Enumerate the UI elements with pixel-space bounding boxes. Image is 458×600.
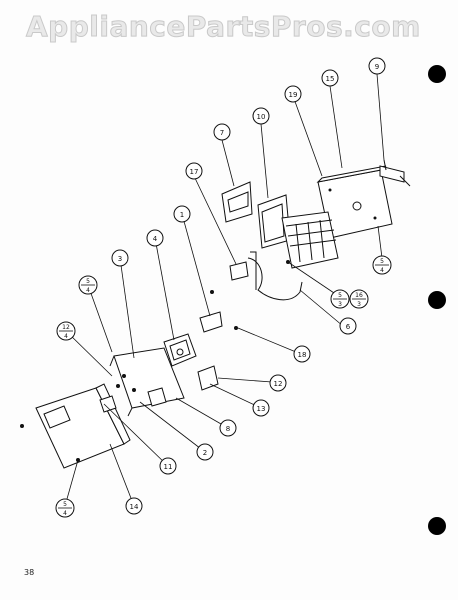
svg-text:3: 3 — [357, 301, 361, 308]
callout-14: 14 — [125, 497, 143, 515]
callout-6: 6 — [339, 317, 357, 335]
svg-text:5: 5 — [338, 292, 342, 299]
svg-text:3: 3 — [118, 255, 122, 263]
page-number: 38 — [24, 568, 35, 577]
callout-15: 15 — [321, 69, 339, 87]
part-14-front-cover — [35, 383, 131, 469]
svg-text:5: 5 — [380, 258, 384, 265]
svg-text:5: 5 — [63, 501, 67, 508]
svg-text:4: 4 — [63, 510, 67, 517]
callout-11: 11 — [159, 457, 177, 475]
svg-text:1: 1 — [180, 211, 184, 219]
part-4-switch — [163, 333, 197, 367]
svg-text:18: 18 — [298, 351, 307, 359]
svg-text:3: 3 — [338, 301, 342, 308]
svg-text:2: 2 — [203, 449, 207, 457]
callout-1: 1 — [173, 205, 191, 223]
part-1-bracket — [199, 311, 223, 333]
part-10-ice-maker — [257, 194, 339, 269]
fraction-callout-5-3: 5 3 — [330, 289, 350, 309]
svg-text:4: 4 — [380, 267, 384, 274]
svg-text:11: 11 — [164, 463, 173, 471]
fraction-callout-5-4-bottom: 5 4 — [55, 498, 75, 518]
callout-19: 19 — [284, 85, 302, 103]
svg-text:5: 5 — [86, 278, 90, 285]
callout-17: 17 — [185, 162, 203, 180]
svg-text:4: 4 — [86, 287, 90, 294]
leader-lines — [64, 73, 385, 507]
fraction-callout-5-4-top: 5 4 — [372, 255, 392, 275]
svg-text:17: 17 — [190, 168, 199, 176]
callout-3: 3 — [111, 249, 129, 267]
svg-text:8: 8 — [226, 425, 230, 433]
binder-hole-middle — [428, 291, 446, 309]
svg-text:15: 15 — [326, 75, 335, 83]
svg-text:14: 14 — [130, 503, 139, 511]
callout-13: 13 — [252, 399, 270, 417]
callout-18: 18 — [293, 345, 311, 363]
svg-text:19: 19 — [289, 91, 298, 99]
part-3-cover — [109, 347, 185, 417]
callout-12: 12 — [269, 374, 287, 392]
svg-text:4: 4 — [64, 333, 68, 340]
part-17-bracket — [229, 261, 249, 281]
svg-text:12: 12 — [62, 324, 70, 331]
watermark: AppliancePartsPros.com — [26, 10, 421, 44]
svg-text:6: 6 — [346, 323, 351, 331]
part-5-dispenser-module — [197, 365, 219, 391]
svg-text:12: 12 — [274, 380, 283, 388]
svg-text:9: 9 — [375, 63, 379, 71]
callout-2: 2 — [196, 443, 214, 461]
svg-text:16: 16 — [355, 292, 363, 299]
callout-7: 7 — [213, 123, 231, 141]
callout-10: 10 — [252, 107, 270, 125]
binder-hole-bottom — [428, 517, 446, 535]
fraction-callout-5-4-left: 5 4 — [78, 275, 98, 295]
part-7-insulation — [221, 181, 253, 223]
small-parts-cluster — [20, 260, 290, 462]
part-9-clip — [379, 159, 411, 187]
fraction-callout-12-4: 12 4 — [56, 321, 76, 341]
part-6-wire — [247, 251, 303, 301]
svg-text:4: 4 — [153, 235, 158, 243]
svg-text:10: 10 — [257, 113, 266, 121]
callout-4: 4 — [146, 229, 164, 247]
binder-hole-top — [428, 65, 446, 83]
fraction-callout-16-3: 16 3 — [349, 289, 369, 309]
svg-text:7: 7 — [220, 129, 224, 137]
svg-text:13: 13 — [257, 405, 266, 413]
callout-9: 9 — [368, 57, 386, 75]
callout-8: 8 — [219, 419, 237, 437]
